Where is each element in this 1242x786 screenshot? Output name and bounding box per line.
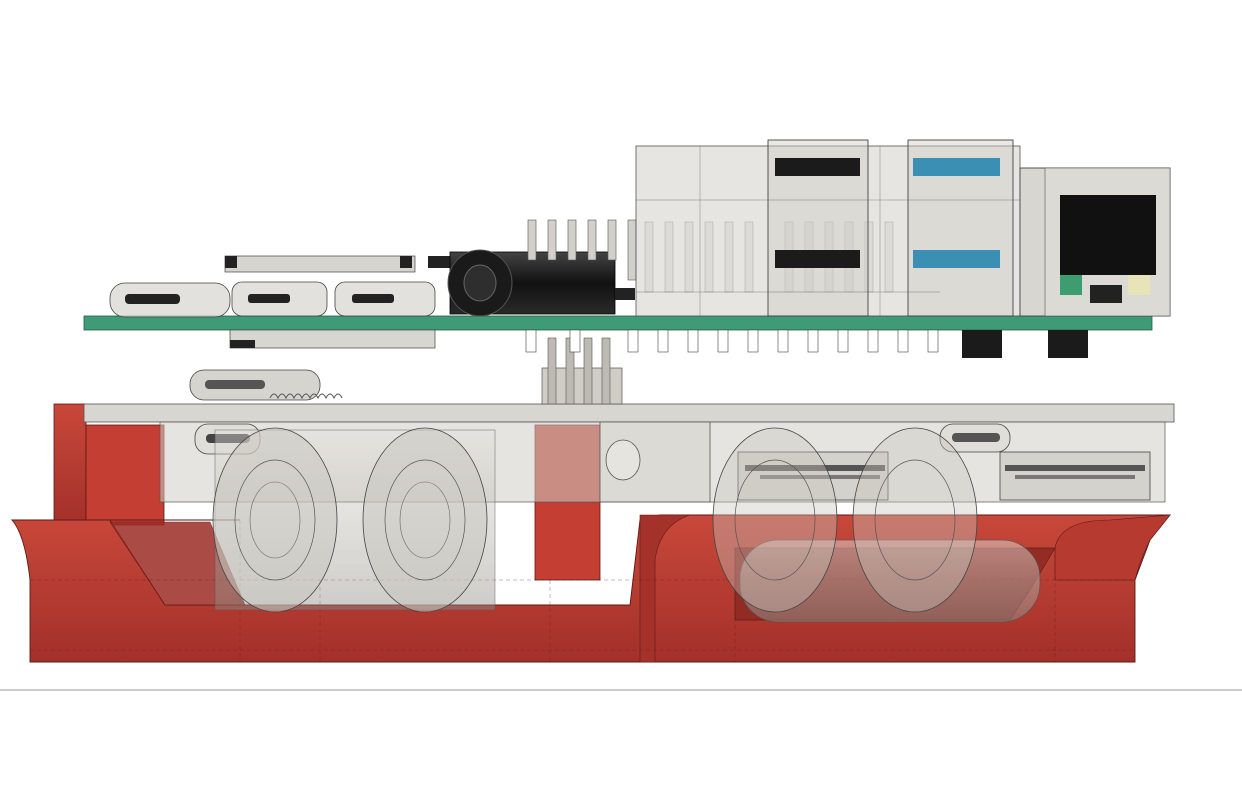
- pi-underside-block-2: [1048, 330, 1088, 358]
- battery-cells: [212, 427, 1041, 623]
- usb3-lower-tongue: [913, 250, 1000, 268]
- hat-usb-a-left-tongue: [760, 475, 880, 479]
- micro-hdmi-port-1[interactable]: [334, 281, 436, 317]
- gpio-spacer-pin-4: [601, 337, 611, 405]
- battery-cell-right-body: [739, 539, 1041, 623]
- spring-coil: [269, 393, 343, 400]
- battery-cell-1-inner: [234, 459, 316, 581]
- enclosure-right-lip: [639, 514, 691, 663]
- hat-usb-c-right-slot: [952, 433, 1000, 442]
- hat-plate: [83, 403, 1175, 423]
- cable-capsule-slot: [205, 380, 265, 389]
- gpio-header-base: [615, 288, 635, 300]
- pi-sd-card: [229, 329, 436, 349]
- battery-cell-1-core: [249, 481, 301, 559]
- battery-cell-1-end: [212, 427, 338, 613]
- pi-hidden-lines: [636, 146, 1020, 316]
- hat-usb-a-left-slot: [745, 465, 885, 471]
- pi-sd-card-edge: [230, 340, 255, 348]
- audio-jack[interactable]: [428, 249, 616, 317]
- gpio-spacer-pin-1: [547, 337, 557, 405]
- ribbon-parts: [189, 369, 343, 401]
- gpio-spacer-pin-3: [583, 337, 593, 405]
- ethernet-port[interactable]: [1019, 167, 1171, 317]
- pi-underside-pins: [525, 329, 939, 353]
- battery-cell-4-inner: [874, 459, 956, 581]
- raspberry-pi-board: [83, 139, 1171, 358]
- ethernet-led-yellow: [1128, 275, 1150, 295]
- pi-pcb: [83, 315, 1153, 331]
- pi-underside-block-1: [962, 330, 1002, 358]
- usb-stack-2[interactable]: [767, 139, 869, 317]
- camera-connector-clip-left: [225, 256, 237, 268]
- gpio-spacer: [541, 337, 623, 405]
- usb-stack-3[interactable]: [907, 139, 1014, 317]
- usb2-lower-tongue: [775, 250, 860, 268]
- camera-connector: [224, 255, 416, 273]
- enclosure-left-post: [85, 424, 165, 526]
- usb-c-power-port[interactable]: [109, 282, 231, 318]
- enclosure-left-wall: [53, 403, 87, 525]
- ethernet-socket: [1060, 195, 1156, 275]
- usb3-upper-tongue: [913, 158, 1000, 176]
- ethernet-latch: [1090, 285, 1122, 303]
- battery-cell-2-inner: [384, 459, 466, 581]
- camera-connector-clip-right: [400, 256, 412, 268]
- battery-cell-2-core: [399, 481, 451, 559]
- hat-switch-knob: [605, 439, 641, 481]
- battery-cell-2-end: [362, 427, 488, 613]
- hat-usb-a-right-slot: [1005, 465, 1145, 471]
- micro-hdmi-port-0[interactable]: [231, 281, 328, 317]
- battery-cell-3-end: [712, 427, 838, 613]
- enclosure-right-curve: [1054, 514, 1171, 581]
- battery-cell-4-end: [852, 427, 978, 613]
- usb2-upper-tongue: [775, 158, 860, 176]
- ethernet-led-green: [1060, 275, 1082, 295]
- hat-usb-a-right-tongue: [1015, 475, 1135, 479]
- battery-cell-3-inner: [734, 459, 816, 581]
